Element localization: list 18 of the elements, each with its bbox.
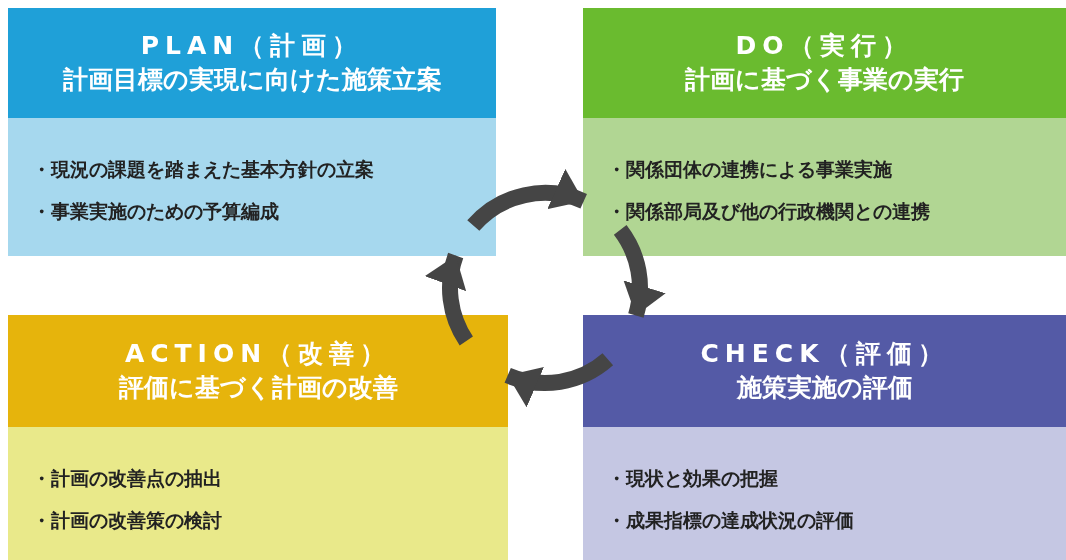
heading-text: 評価に基づく計画の改善 (118, 372, 398, 404)
heading-text: 計画に基づく事業の実行 (685, 64, 964, 96)
bullet-item: ・現況の課題を踏まえた基本方針の立案 (32, 157, 375, 182)
heading-text: 施策実施の評価 (736, 372, 913, 404)
heading-text: CHECK（評価） (700, 338, 949, 370)
bullet-item: ・事業実施のための予算編成 (32, 199, 280, 224)
bullet-item: ・成果指標の達成状況の評価 (607, 508, 855, 533)
cycle-arrow (467, 170, 587, 232)
heading-text: ACTION（改善） (124, 338, 392, 370)
heading-text: DO（実行） (735, 30, 914, 62)
bullet-item: ・現状と効果の把握 (607, 466, 779, 491)
heading-text: 計画目標の実現に向けた施策立案 (62, 64, 442, 96)
cycle-arrow (613, 225, 665, 318)
bullet-item: ・関係団体の連携による事業実施 (607, 157, 893, 182)
bullet-item: ・関係部局及び他の行政機関との連携 (607, 199, 931, 224)
bullet-item: ・計画の改善点の抽出 (32, 466, 223, 491)
heading-text: PLAN（計画） (140, 30, 364, 62)
bullet-item: ・計画の改善策の検討 (32, 508, 223, 533)
